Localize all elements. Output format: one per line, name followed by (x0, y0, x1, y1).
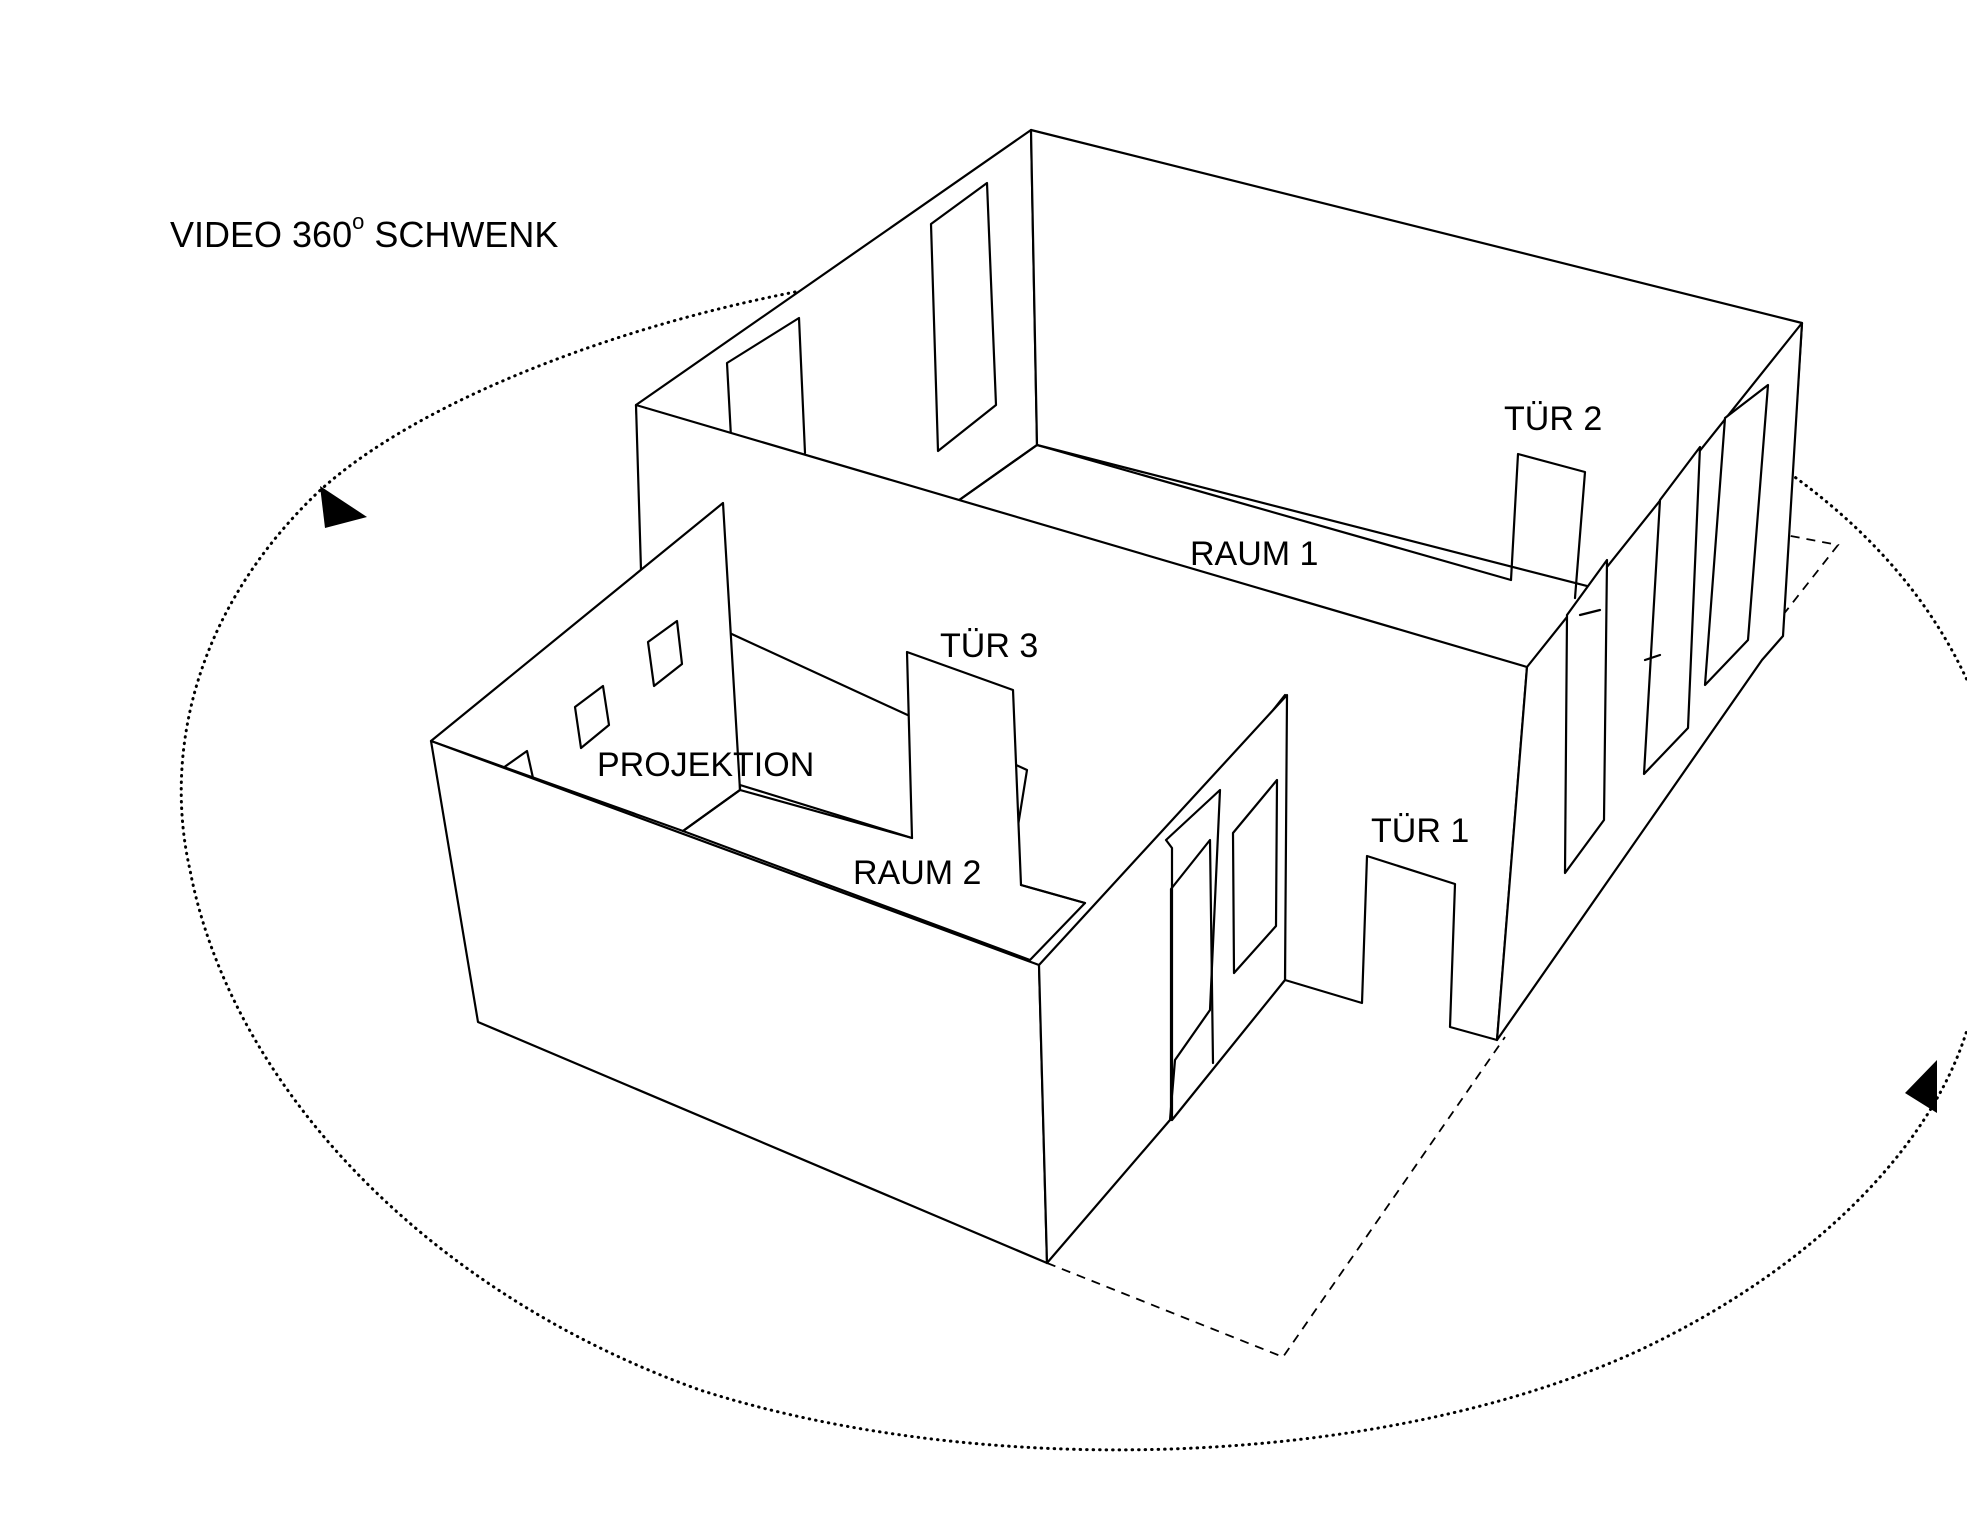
arrow-head-left (320, 486, 367, 528)
title-label: VIDEO 360o SCHWENK (170, 209, 558, 255)
room-2 (429, 501, 1289, 1265)
room-2-small-window-2 (646, 619, 684, 688)
room-1-floor-line (953, 443, 1513, 582)
room-1-right-window-2 (1642, 445, 1702, 776)
room-1-right-wall-group (1495, 321, 1804, 1042)
room-2-back-wall (681, 650, 1087, 962)
room-2-side-door (1169, 838, 1215, 1122)
room-2-left-opening (501, 749, 535, 780)
title-degree: o (352, 209, 364, 234)
room-1-back-door-left (725, 316, 807, 455)
title-suffix: SCHWENK (364, 214, 558, 255)
room-2-small-window-1 (573, 684, 611, 750)
room-1-right-window-1 (1563, 558, 1609, 875)
room-2-floor-line (681, 788, 1087, 905)
rotation-path (179, 290, 1967, 1452)
door-2-frame (1509, 452, 1587, 600)
label-tuer-2: TÜR 2 (1504, 400, 1602, 438)
room-2-right-wall (1037, 693, 1289, 1265)
floor-outline-front (1046, 1036, 1506, 1359)
room-1-right-wall-window-sill (1578, 608, 1662, 662)
title-main: VIDEO 360 (170, 214, 352, 255)
room-2-side-window (1231, 778, 1279, 975)
room-1-right-window-3 (1703, 383, 1770, 687)
rotation-path-right (1783, 468, 1967, 682)
label-tuer-3: TÜR 3 (940, 627, 1038, 665)
label-raum-2: RAUM 2 (853, 854, 981, 892)
label-tuer-1: TÜR 1 (1371, 812, 1469, 850)
label-raum-1: RAUM 1 (1190, 535, 1318, 573)
labels: VIDEO 360o SCHWENK TÜR 2 RAUM 1 TÜR 3 PR… (170, 209, 1602, 892)
room-1-tall-window (929, 181, 998, 453)
rotation-path-back-left (179, 290, 1967, 1452)
arrow-head-right (1905, 1060, 1937, 1113)
label-projektion: PROJEKTION (597, 746, 814, 784)
